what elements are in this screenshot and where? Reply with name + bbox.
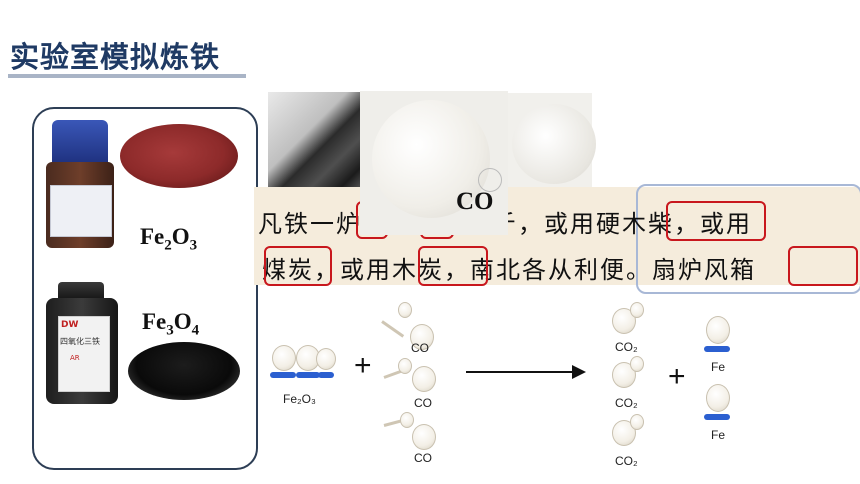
co2-label: CO₂ bbox=[615, 340, 638, 354]
fe2o3-label: Fe2O3 bbox=[140, 224, 198, 254]
highlight-box-bellows bbox=[788, 246, 858, 286]
co-label: CO bbox=[414, 396, 432, 410]
plus-sign: + bbox=[354, 349, 372, 382]
co-molecule-cartoon bbox=[412, 366, 436, 392]
cartoon-feet bbox=[704, 414, 730, 420]
o-atom-small bbox=[630, 302, 644, 318]
fe3o4-label: Fe3O4 bbox=[142, 309, 200, 339]
reaction-arrow-line bbox=[466, 371, 578, 373]
bottle-grade-text: AR bbox=[70, 354, 80, 362]
cartoon-feet bbox=[270, 372, 296, 378]
co-label: CO bbox=[414, 451, 432, 465]
o-atom-small bbox=[400, 412, 414, 428]
fe3o4-powder-image bbox=[128, 342, 240, 400]
bottle-name-text: 四氧化三铁 bbox=[60, 337, 100, 346]
o-atom-small bbox=[630, 414, 644, 430]
fe2o3-bottle-cap bbox=[52, 120, 108, 166]
cartoon-feet bbox=[318, 372, 334, 378]
title-underline bbox=[8, 74, 246, 78]
balloon-shape bbox=[372, 100, 490, 218]
co2-label: CO₂ bbox=[615, 396, 638, 410]
co2-label: CO₂ bbox=[615, 454, 638, 468]
text-highlight-frame bbox=[636, 184, 860, 294]
fe-atom-cartoon bbox=[706, 316, 730, 344]
cartoon-feet bbox=[296, 372, 320, 378]
fe2o3-powder-image bbox=[120, 124, 238, 188]
bottle-brand-text: DW bbox=[61, 320, 79, 330]
reaction-arrow-head bbox=[572, 365, 586, 379]
o-atom-small bbox=[398, 358, 412, 374]
co-label: CO bbox=[411, 341, 429, 355]
fe-label: Fe bbox=[711, 360, 726, 374]
co2-molecule-cartoon bbox=[612, 420, 636, 446]
highlight-box-coal bbox=[264, 246, 332, 286]
highlight-box-charcoal bbox=[418, 246, 488, 286]
slide-title: 实验室模拟炼铁 bbox=[10, 40, 221, 74]
fe3o4-bottle-cap bbox=[58, 282, 104, 302]
fe-atom-cartoon bbox=[706, 384, 730, 412]
ancient-text-strip bbox=[254, 187, 860, 285]
reactant-fe2o3-label: Fe₂O₃ bbox=[283, 392, 316, 406]
co-molecule-cartoon bbox=[410, 324, 434, 350]
highlight-box-hardwood bbox=[666, 201, 766, 241]
plus-sign-products: + bbox=[668, 360, 686, 393]
co-photo-label: CO bbox=[456, 188, 494, 215]
charcoal-photo bbox=[268, 92, 368, 190]
balloon-shape bbox=[512, 104, 596, 184]
cartoon-feet bbox=[704, 346, 730, 352]
fe2o3-bottle-label bbox=[50, 185, 112, 237]
o-atom-small bbox=[630, 356, 644, 372]
cartoon-stick bbox=[381, 320, 405, 338]
co-molecule-cartoon bbox=[412, 424, 436, 450]
fe3o4-bottle-label bbox=[58, 316, 110, 392]
balloon-valve bbox=[478, 168, 502, 192]
o-atom-small bbox=[398, 302, 412, 318]
fe-label: Fe bbox=[711, 428, 726, 442]
fe-atom-cartoon bbox=[272, 345, 296, 371]
ancient-text-line-2: 煤炭，或用木炭，南北各从利便。扇炉风箱 bbox=[262, 256, 756, 284]
o-atom-cartoon bbox=[316, 348, 336, 370]
